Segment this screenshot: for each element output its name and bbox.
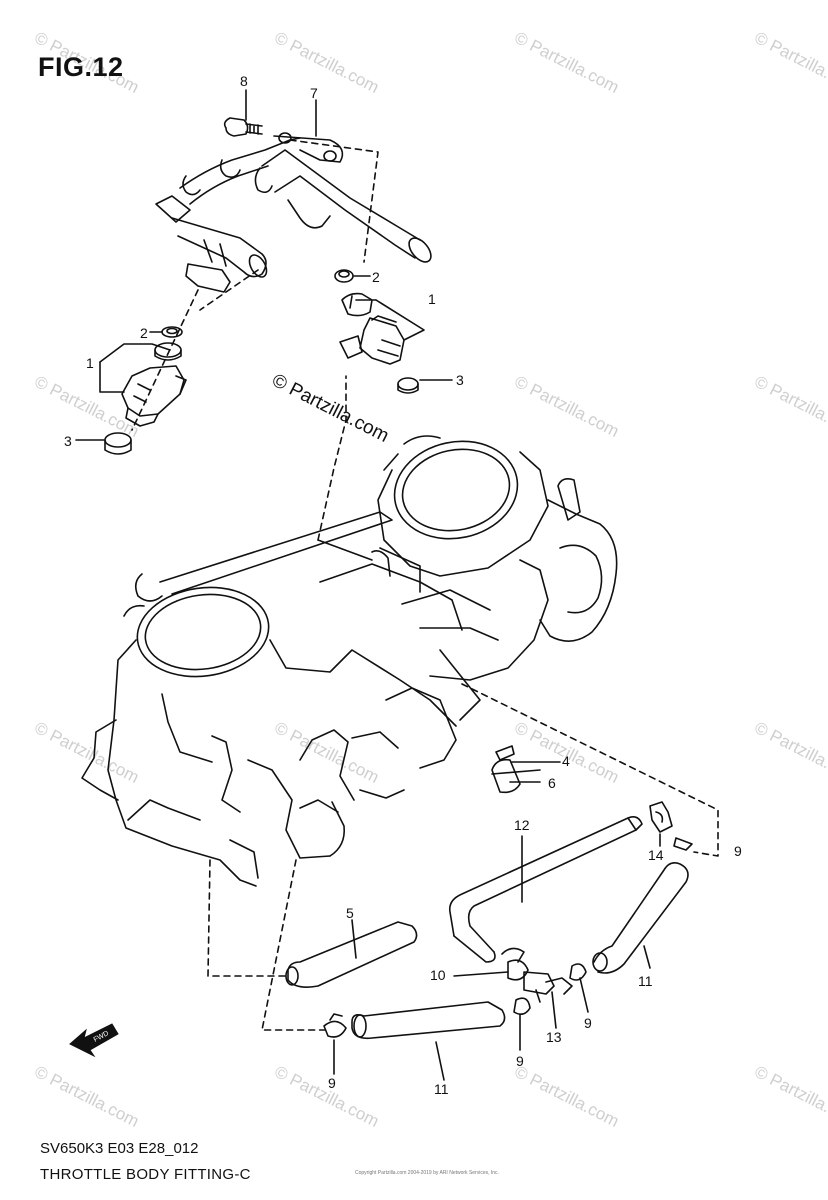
callout-number: 7 [310,85,318,101]
callout-number: 9 [328,1075,336,1091]
t-joint [523,971,573,1003]
callout-number: 8 [240,73,248,89]
callout-number: 1 [86,355,94,371]
callout-number: 9 [584,1015,592,1031]
callout-number: 4 [562,753,570,769]
callout-number: 3 [456,372,464,388]
diagram-code: SV650K3 E03 E28_012 [40,1140,199,1157]
callout-number: 10 [430,967,446,983]
callout-number: 1 [428,291,436,307]
figure-title: FIG.12 [38,52,124,82]
hose-11-right [592,862,689,974]
callout-number: 2 [372,269,380,285]
hose-holder [649,801,673,833]
callout-number: 13 [546,1029,562,1045]
forward-arrow-icon: FWD [69,1023,119,1058]
injector-left [104,326,187,455]
callout-number: 14 [648,847,664,863]
hose-clips [323,837,693,1038]
vacuum-cap [491,745,521,794]
callout-number: 9 [734,843,742,859]
callout-number: 11 [638,973,653,989]
callout-number: 12 [514,817,530,833]
callout-number: 9 [516,1053,524,1069]
hose-5 [285,921,418,988]
throttle-body [81,289,618,887]
callout-labels: 8 7 2 1 2 1 3 3 4 6 12 9 14 5 10 11 9 13… [64,73,742,1097]
callout-number: 3 [64,433,72,449]
bolt [223,117,263,137]
callout-number: 11 [434,1081,449,1097]
diagram-subtitle: THROTTLE BODY FITTING-C [40,1166,251,1183]
hose-12 [448,816,643,963]
injector-right [334,269,419,394]
callout-number: 2 [140,325,148,341]
hose-11-bottom [351,1001,506,1040]
copyright-notice: Copyright Partzilla.com 2004-2019 by ARI… [355,1170,499,1176]
callout-number: 6 [548,775,556,791]
callout-number: 5 [346,905,354,921]
fuel-delivery-pipe [155,132,432,293]
